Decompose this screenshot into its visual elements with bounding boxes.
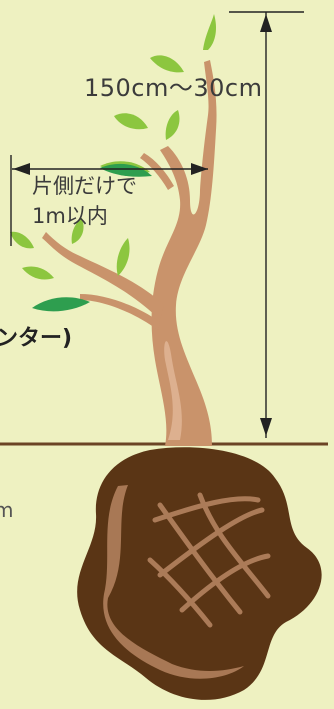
leaf xyxy=(165,110,180,140)
leaf xyxy=(116,238,130,276)
leaf xyxy=(71,218,84,244)
leaf xyxy=(203,14,216,50)
leaf xyxy=(32,297,90,312)
leaf xyxy=(22,266,54,280)
leaf xyxy=(100,163,152,177)
leaf xyxy=(114,113,148,130)
spread-arrow xyxy=(10,155,208,246)
tree-branch-lower-left xyxy=(80,294,160,330)
spread-label-line2: 1m以内 xyxy=(32,204,108,228)
trunk-highlight xyxy=(164,341,182,440)
spread-label-line1: 片側だけで xyxy=(32,174,137,198)
partial-unit-text: m xyxy=(0,498,14,522)
tree-branch-left xyxy=(42,232,164,320)
leaves-dark xyxy=(32,163,152,312)
root-streak xyxy=(103,485,244,679)
height-range-label: 150cm〜30cm xyxy=(84,74,263,102)
partial-heading-text: ンター) xyxy=(0,326,73,351)
height-arrow xyxy=(229,11,304,438)
tree-trunk xyxy=(151,60,217,446)
leaf xyxy=(150,55,184,73)
root-net xyxy=(147,492,271,628)
tree-branch-top xyxy=(140,153,174,190)
leaf xyxy=(10,231,34,249)
